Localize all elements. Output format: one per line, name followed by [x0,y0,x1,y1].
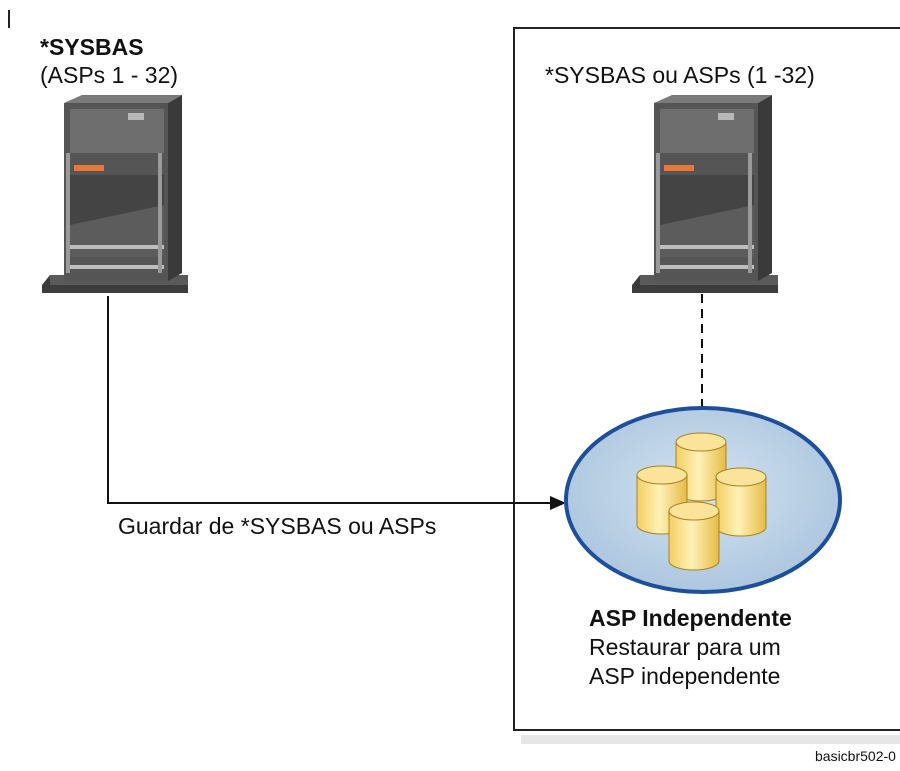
figure-id: basicbr502-0 [815,748,896,764]
connector-arrowhead [550,496,566,510]
database-cylinder-icon [675,432,727,502]
target-server-icon [632,95,778,293]
source-system-subtitle: (ASPs 1 - 32) [40,62,179,88]
connector-label: Guardar de *SYSBAS ou ASPs [118,513,437,539]
database-cylinder-icon [668,501,720,571]
margin-change-bar [8,10,10,28]
database-cylinder-icon [715,467,767,537]
panel-shadow [521,735,900,744]
asp-description-line1: Restaurar para um [589,634,781,660]
asp-title: ASP Independente [589,605,792,631]
target-server-caption: *SYSBAS ou ASPs (1 -32) [545,62,815,88]
source-system-title: *SYSBAS [40,34,144,60]
source-server-icon [42,95,188,293]
save-connector-line [107,296,556,504]
asp-description-line2: ASP independente [589,663,781,689]
